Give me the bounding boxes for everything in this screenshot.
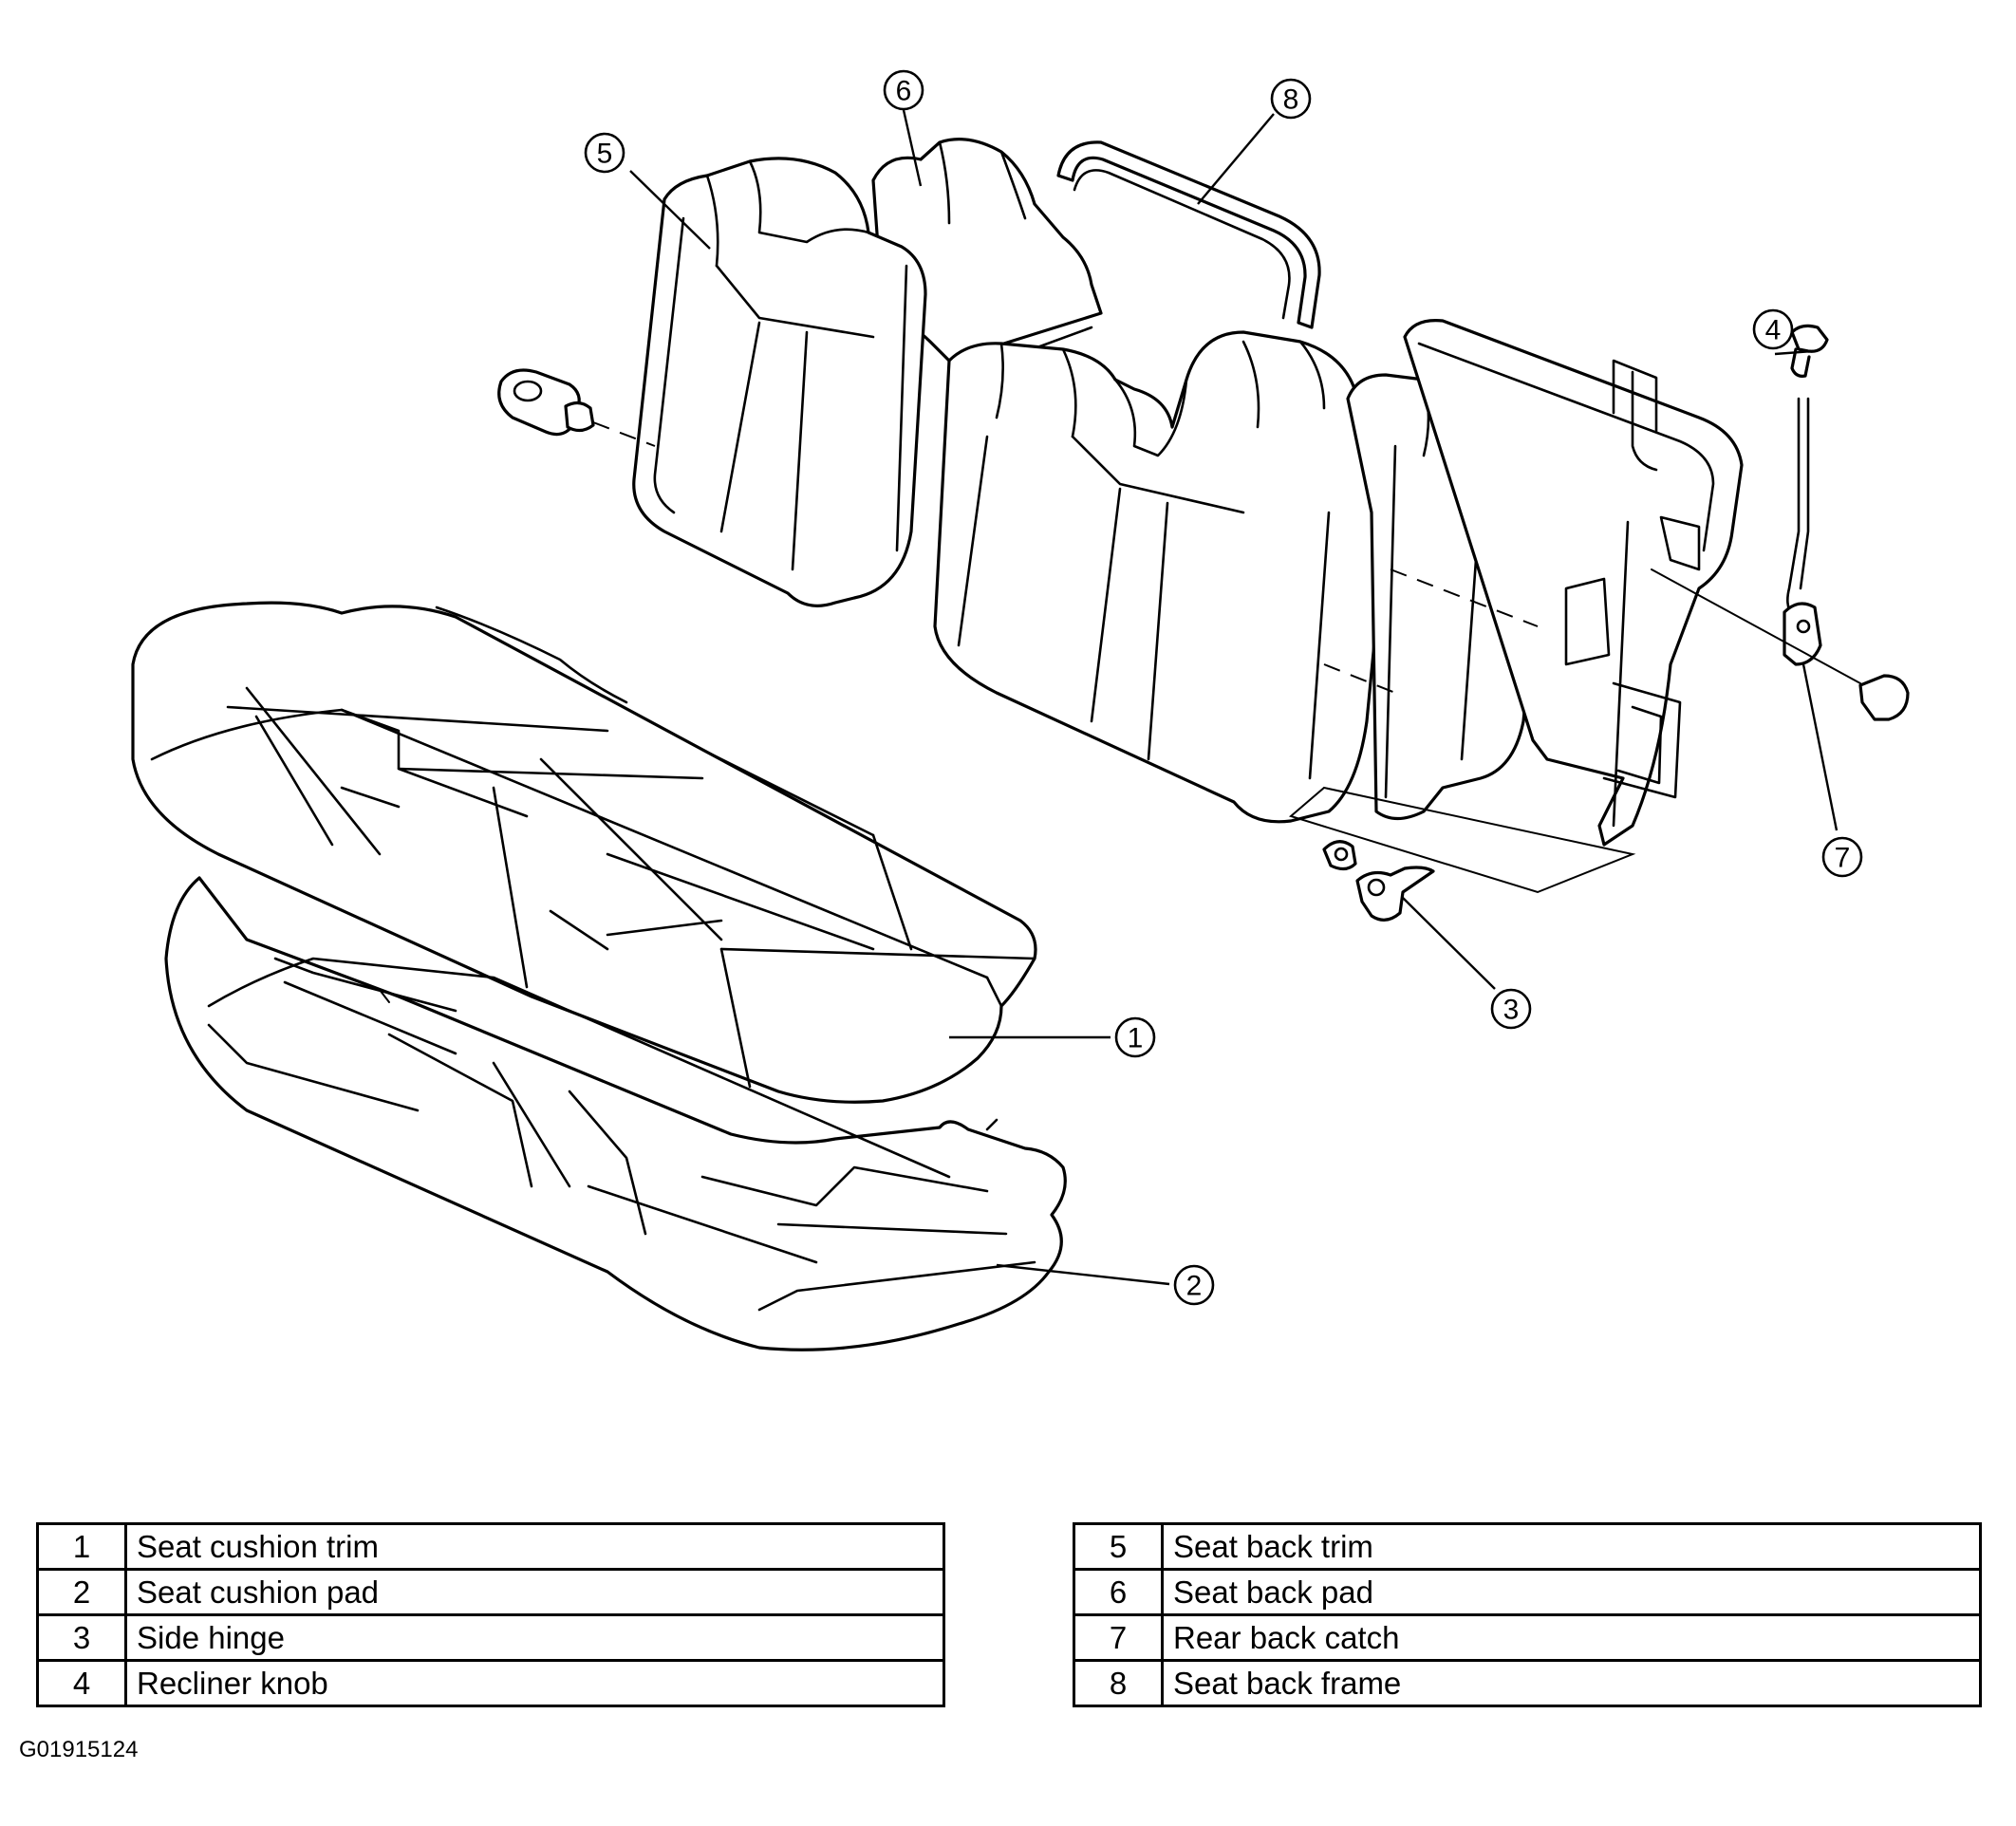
exploded-seat-diagram: 1 2 3 4 5 6 7 8 xyxy=(131,69,1910,1351)
seat-back-trim-lower xyxy=(933,330,1393,824)
svg-text:4: 4 xyxy=(1765,315,1782,346)
side-hinge xyxy=(1322,840,1435,922)
svg-text:6: 6 xyxy=(896,76,912,107)
seat-cushion-pad xyxy=(164,876,1067,1351)
callout-7: 7 xyxy=(1821,836,1863,878)
seat-back-frame-upper xyxy=(1056,140,1321,329)
legend-label: Seat cushion pad xyxy=(124,1568,945,1616)
svg-text:8: 8 xyxy=(1283,84,1299,116)
svg-text:3: 3 xyxy=(1503,995,1520,1026)
svg-text:5: 5 xyxy=(597,139,613,170)
callout-5: 5 xyxy=(584,132,625,174)
callout-3: 3 xyxy=(1490,988,1532,1030)
legend-row: 2 Seat cushion pad xyxy=(36,1568,945,1616)
legend-number: 8 xyxy=(1073,1659,1164,1707)
leader-4 xyxy=(1774,349,1814,356)
leader-8 xyxy=(1197,113,1275,205)
legend-row: 6 Seat back pad xyxy=(1073,1568,1982,1616)
legend-row: 4 Recliner knob xyxy=(36,1659,945,1707)
callout-4: 4 xyxy=(1752,308,1794,350)
callout-2: 2 xyxy=(1173,1264,1215,1306)
legend-label: Seat back frame xyxy=(1161,1659,1982,1707)
legend-row: 5 Seat back trim xyxy=(1073,1522,1982,1571)
legend-label: Rear back catch xyxy=(1161,1613,1982,1662)
svg-text:1: 1 xyxy=(1128,1023,1144,1054)
figure-id: G01915124 xyxy=(19,1737,139,1762)
svg-text:2: 2 xyxy=(1186,1271,1203,1302)
legend-label: Seat back pad xyxy=(1161,1568,1982,1616)
leader-7 xyxy=(1801,663,1839,831)
legend-number: 4 xyxy=(36,1659,127,1707)
legend-row: 7 Rear back catch xyxy=(1073,1613,1982,1662)
rear-back-catch xyxy=(1651,324,1910,721)
legend-number: 1 xyxy=(36,1522,127,1571)
leader-6 xyxy=(902,109,923,187)
seat-back-pad xyxy=(871,138,1103,382)
leader-2 xyxy=(996,1263,1170,1286)
svg-text:7: 7 xyxy=(1835,843,1851,874)
leader-5 xyxy=(629,170,711,250)
legend-number: 7 xyxy=(1073,1613,1164,1662)
seat-back-frame-lower xyxy=(1288,319,1744,894)
hinge-bracket-left xyxy=(497,368,656,447)
leader-3 xyxy=(1401,896,1496,990)
legend-label: Seat back trim xyxy=(1161,1522,1982,1571)
callout-1: 1 xyxy=(1114,1016,1156,1058)
callout-8: 8 xyxy=(1270,78,1312,120)
legend-row: 1 Seat cushion trim xyxy=(36,1522,945,1571)
legend-number: 2 xyxy=(36,1568,127,1616)
seat-cushion-trim xyxy=(131,601,1037,1104)
legend-label: Seat cushion trim xyxy=(124,1522,945,1571)
legend-number: 6 xyxy=(1073,1568,1164,1616)
legend-table-right: 5 Seat back trim 6 Seat back pad 7 Rear … xyxy=(1073,1522,1982,1707)
legend-number: 3 xyxy=(36,1613,127,1662)
legend-label: Recliner knob xyxy=(124,1659,945,1707)
callout-6: 6 xyxy=(883,69,924,111)
legend-table-left: 1 Seat cushion trim 2 Seat cushion pad 3… xyxy=(36,1522,945,1707)
legend-number: 5 xyxy=(1073,1522,1164,1571)
legend-row: 8 Seat back frame xyxy=(1073,1659,1982,1707)
legend-row: 3 Side hinge xyxy=(36,1613,945,1662)
legend-label: Side hinge xyxy=(124,1613,945,1662)
seat-back-trim-upper xyxy=(632,157,927,607)
